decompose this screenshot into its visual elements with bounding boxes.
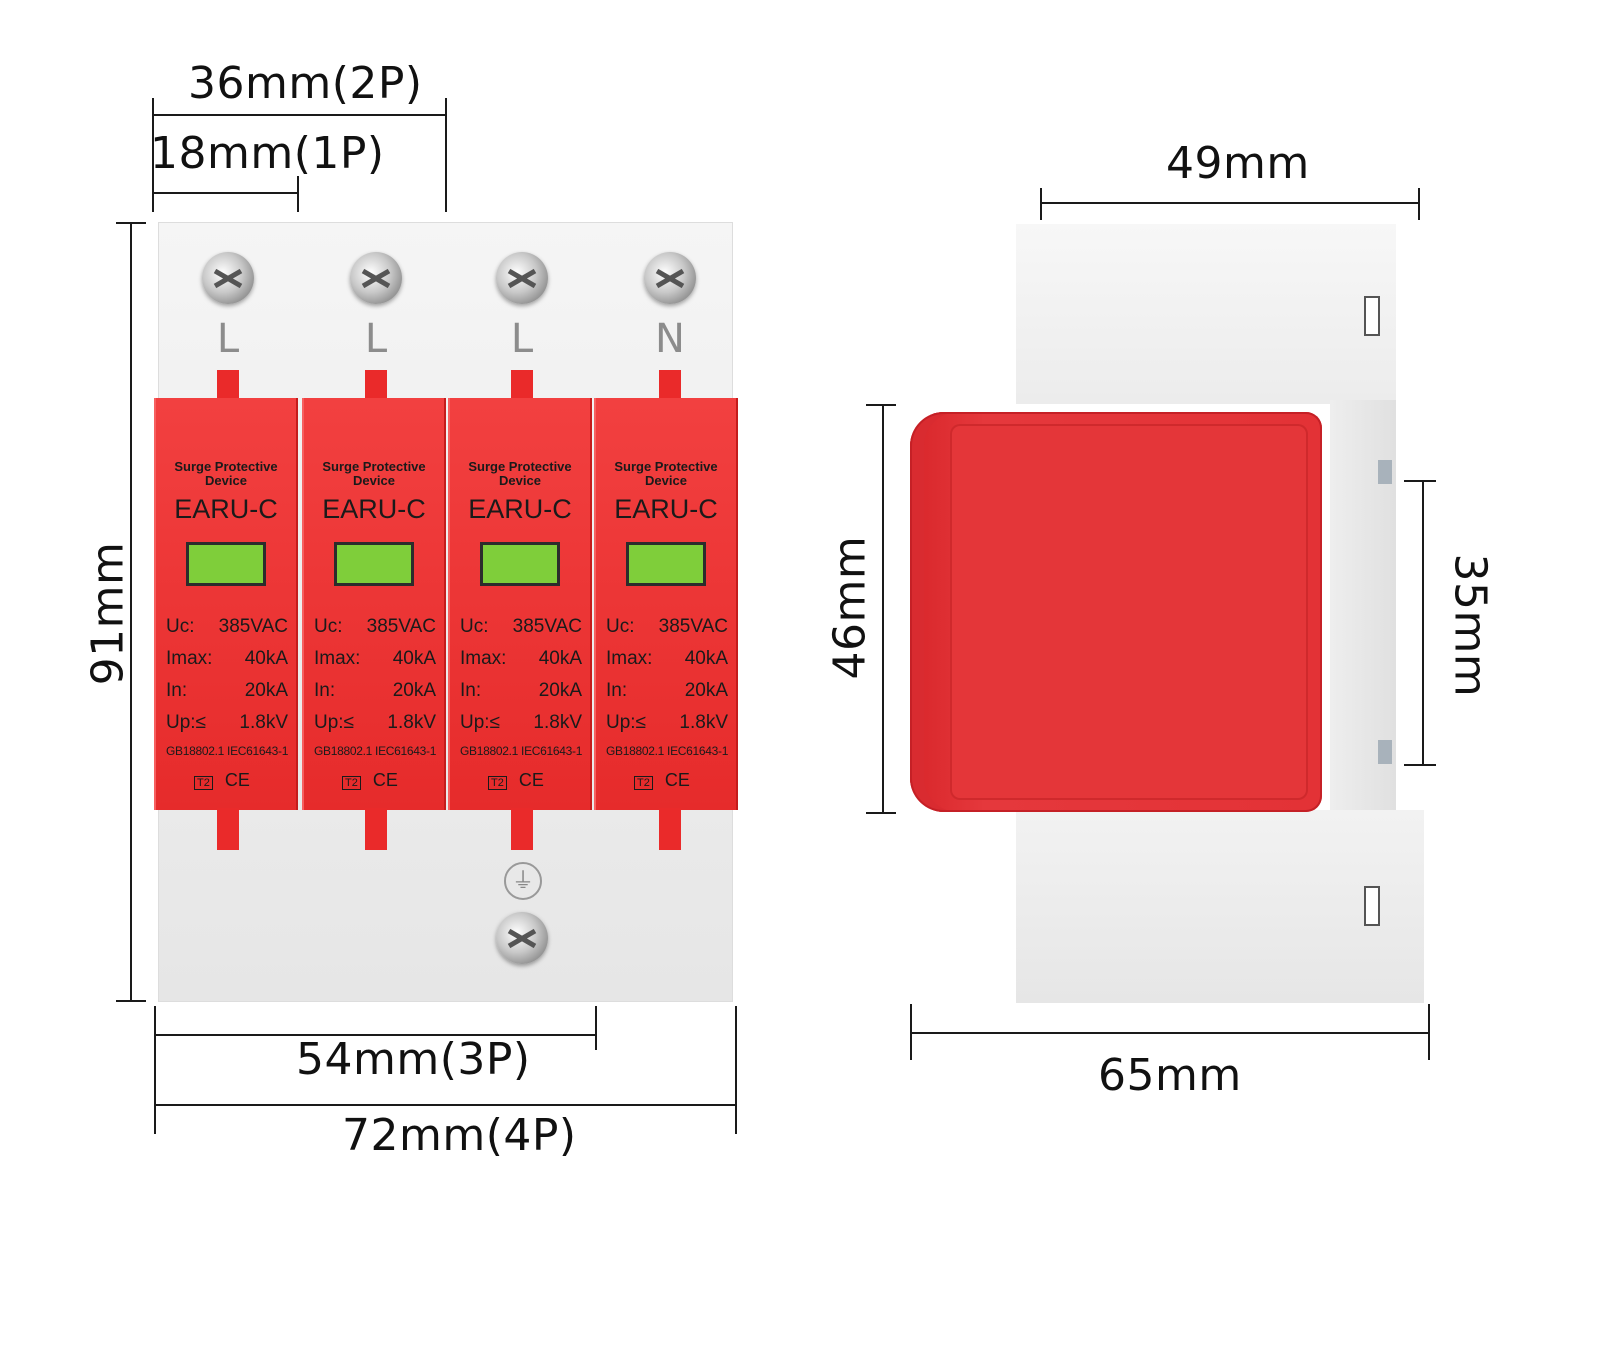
bottom-tab-3 bbox=[511, 808, 533, 850]
standards-text: GB18802.1 IEC61643-1 bbox=[314, 744, 437, 758]
terminal-screw-4 bbox=[644, 252, 696, 304]
side-housing-bottom bbox=[1016, 810, 1424, 1003]
dim-2p-line bbox=[152, 114, 446, 116]
status-indicator-window bbox=[480, 542, 560, 586]
dim-2p-tick-left bbox=[152, 98, 154, 212]
rail-clip-top bbox=[1378, 460, 1392, 484]
terminal-screw-1 bbox=[202, 252, 254, 304]
bottom-tab-2 bbox=[365, 808, 387, 850]
dim-3p-tick-left bbox=[154, 1006, 156, 1134]
dim-35-tick-top bbox=[1404, 480, 1436, 482]
pole-label-4: N bbox=[655, 316, 685, 362]
t2-mark: T2 bbox=[342, 776, 361, 790]
dim-65-label: 65mm bbox=[1098, 1050, 1242, 1101]
spd-module-1: Surge Protective Device EARU-C Uc:385VAC… bbox=[154, 398, 298, 810]
spd-module-3: Surge Protective Device EARU-C Uc:385VAC… bbox=[448, 398, 592, 810]
dim-65-line bbox=[910, 1032, 1430, 1034]
module-title: Surge Protective Device bbox=[322, 459, 426, 488]
dim-65-tick-right bbox=[1428, 1004, 1430, 1060]
dim-height-tick-top bbox=[116, 222, 146, 224]
dim-2p-label: 36mm(2P) bbox=[188, 58, 423, 109]
certification-marks: T2 CE bbox=[488, 770, 544, 791]
rail-clip-bottom bbox=[1378, 740, 1392, 764]
dim-35-line bbox=[1422, 480, 1424, 766]
bottom-tab-4 bbox=[659, 808, 681, 850]
dim-4p-line bbox=[154, 1104, 736, 1106]
dim-49-tick-left bbox=[1040, 188, 1042, 220]
module-title: Surge Protective Device bbox=[174, 459, 278, 488]
dim-49-line bbox=[1040, 202, 1420, 204]
dim-46-tick-top bbox=[866, 404, 896, 406]
pole-label-3: L bbox=[510, 316, 534, 362]
side-housing-top bbox=[1016, 224, 1396, 404]
status-indicator-window bbox=[334, 542, 414, 586]
dim-3p-line bbox=[154, 1034, 596, 1036]
earth-ground-icon: ⏚ bbox=[504, 862, 542, 900]
status-indicator-window bbox=[626, 542, 706, 586]
t2-mark: T2 bbox=[194, 776, 213, 790]
dim-49-tick-right bbox=[1418, 188, 1420, 220]
terminal-screw-2 bbox=[350, 252, 402, 304]
dim-height-tick-bottom bbox=[116, 1000, 146, 1002]
standards-text: GB18802.1 IEC61643-1 bbox=[460, 744, 583, 758]
dim-4p-label: 72mm(4P) bbox=[342, 1110, 577, 1161]
ce-mark: CE bbox=[224, 770, 250, 790]
dim-65-tick-left bbox=[910, 1004, 912, 1060]
dim-49-label: 49mm bbox=[1166, 138, 1310, 189]
dim-46-label: 46mm bbox=[824, 535, 876, 680]
t2-mark: T2 bbox=[488, 776, 507, 790]
dim-height-line bbox=[130, 222, 132, 1002]
side-red-cover-face bbox=[950, 424, 1308, 800]
module-model: EARU-C bbox=[614, 494, 718, 524]
side-slot-bottom bbox=[1364, 886, 1380, 926]
dim-height-label: 91mm bbox=[82, 541, 134, 686]
terminal-screw-3 bbox=[496, 252, 548, 304]
dim-3p-label: 54mm(3P) bbox=[296, 1034, 531, 1085]
t2-mark: T2 bbox=[634, 776, 653, 790]
certification-marks: T2 CE bbox=[194, 770, 250, 791]
dim-35-label: 35mm bbox=[1444, 553, 1496, 698]
module-model: EARU-C bbox=[468, 494, 572, 524]
module-title: Surge Protective Device bbox=[614, 459, 718, 488]
module-model: EARU-C bbox=[322, 494, 426, 524]
ce-mark: CE bbox=[372, 770, 398, 790]
dim-3p-tick-right bbox=[595, 1006, 597, 1050]
dim-35-tick-bottom bbox=[1404, 764, 1436, 766]
top-tab-3 bbox=[511, 370, 533, 402]
side-slot-top bbox=[1364, 296, 1380, 336]
dim-1p-tick-right bbox=[297, 176, 299, 212]
dim-46-line bbox=[882, 404, 884, 814]
module-title: Surge Protective Device bbox=[468, 459, 572, 488]
pole-label-2: L bbox=[364, 316, 388, 362]
spd-module-2: Surge Protective Device EARU-C Uc:385VAC… bbox=[302, 398, 446, 810]
spd-module-4: Surge Protective Device EARU-C Uc:385VAC… bbox=[594, 398, 738, 810]
top-tab-1 bbox=[217, 370, 239, 402]
ce-mark: CE bbox=[664, 770, 690, 790]
ce-mark: CE bbox=[518, 770, 544, 790]
standards-text: GB18802.1 IEC61643-1 bbox=[606, 744, 729, 758]
certification-marks: T2 CE bbox=[342, 770, 398, 791]
certification-marks: T2 CE bbox=[634, 770, 690, 791]
dim-4p-tick-right bbox=[735, 1006, 737, 1134]
dim-1p-line bbox=[152, 192, 298, 194]
earth-terminal-screw bbox=[496, 912, 548, 964]
standards-text: GB18802.1 IEC61643-1 bbox=[166, 744, 289, 758]
pole-label-1: L bbox=[216, 316, 240, 362]
module-model: EARU-C bbox=[174, 494, 278, 524]
top-tab-2 bbox=[365, 370, 387, 402]
dim-2p-tick-right bbox=[445, 98, 447, 212]
bottom-tab-1 bbox=[217, 808, 239, 850]
dim-1p-label: 18mm(1P) bbox=[150, 128, 385, 179]
dim-46-tick-bottom bbox=[866, 812, 896, 814]
top-tab-4 bbox=[659, 370, 681, 402]
status-indicator-window bbox=[186, 542, 266, 586]
